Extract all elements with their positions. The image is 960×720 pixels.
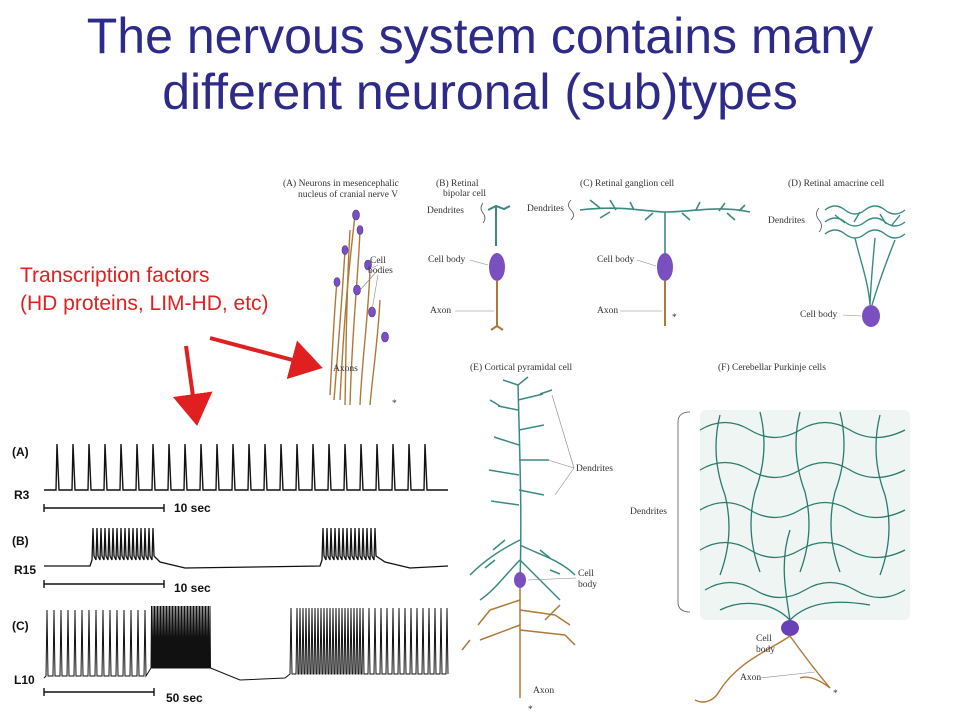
trace-c-line [43, 605, 449, 681]
page-title: The nervous system contains many differe… [0, 8, 960, 120]
trace-a-line [44, 443, 448, 491]
title-line-1: The nervous system contains many [86, 8, 874, 64]
panel-f-heading: (F) Cerebellar Purkinje cells [718, 362, 826, 373]
panel-f-body-label: body [756, 645, 775, 655]
panel-c-star: * [672, 313, 677, 323]
trace-c-panel-label: (C) [12, 619, 29, 633]
panel-c-dendrites-label: Dendrites [527, 204, 564, 214]
panel-d-heading: (D) Retinal amacrine cell [788, 178, 885, 189]
arrow-to-traces [172, 345, 213, 426]
panel-a: (A) Neurons in mesencephalic nucleus of … [283, 178, 399, 409]
trace-b-name: R15 [14, 563, 36, 577]
title-line-2: different neuronal (sub)types [162, 64, 798, 120]
trace-a-panel-label: (A) [12, 445, 29, 459]
arrow-to-neurons [209, 336, 323, 380]
panel-a-star: * [392, 399, 397, 409]
trace-a-scale-label: 10 sec [174, 501, 211, 515]
panel-a-cell-label: Cell [370, 256, 386, 266]
trace-c-scale-label: 50 sec [166, 691, 203, 705]
trace-a-name: R3 [14, 488, 30, 502]
trace-b-panel-label: (B) [12, 534, 29, 548]
trace-b-scale-label: 10 sec [174, 581, 211, 595]
panel-e-axon-label: Axon [533, 686, 554, 696]
panel-a-axons-label: Axons [333, 364, 358, 374]
panel-e-star: * [528, 705, 533, 715]
panel-c-heading: (C) Retinal ganglion cell [580, 178, 675, 189]
panel-f-dendrites-label: Dendrites [630, 507, 667, 517]
panel-b-cellbody-label: Cell body [428, 255, 465, 265]
transcription-factor-annotation: Transcription factors (HD proteins, LIM-… [20, 262, 269, 318]
panel-b-heading-1: (B) Retinal [436, 178, 479, 189]
panel-c: (C) Retinal ganglion cell Dendrites Cell… [527, 178, 751, 326]
panel-f-star: * [833, 689, 838, 699]
panel-f: (F) Cerebellar Purkinje cells Dendrites … [630, 362, 910, 703]
panel-e: (E) Cortical pyramidal cell Dendrites Ce… [461, 362, 613, 715]
panel-e-body-label: body [578, 580, 597, 590]
trace-b-line [44, 527, 449, 569]
panel-a-heading-2: nucleus of cranial nerve V [298, 189, 398, 200]
panel-f-axon-label: Axon [740, 673, 761, 683]
panel-d-cellbody-label: Cell body [800, 310, 837, 320]
panel-e-cell-label: Cell [578, 569, 594, 579]
panel-b-heading-2: bipolar cell [443, 189, 486, 199]
trace-c-name: L10 [14, 673, 35, 687]
panel-f-cell-label: Cell [756, 634, 772, 644]
panel-c-axon-label: Axon [597, 306, 618, 316]
panel-d: (D) Retinal amacrine cell Dendrites Cell… [768, 178, 906, 327]
panel-b-axon-label: Axon [430, 306, 451, 316]
panel-b: (B) Retinal bipolar cell Dendrites Cell … [427, 178, 511, 331]
annotation-line-2: (HD proteins, LIM-HD, etc) [20, 292, 269, 315]
panel-e-dendrites-label: Dendrites [576, 464, 613, 474]
panel-c-cellbody-label: Cell body [597, 255, 634, 265]
panel-a-heading-1: (A) Neurons in mesencephalic [283, 178, 399, 189]
annotation-line-1: Transcription factors [20, 264, 210, 287]
panel-a-bodies-label: bodies [368, 266, 393, 276]
panel-d-dendrites-label: Dendrites [768, 216, 805, 226]
traces-panel: (A) R3 10 sec (B) R15 10 sec (C) L10 50 … [12, 443, 449, 705]
panel-b-dendrites-label: Dendrites [427, 206, 464, 216]
panel-e-heading: (E) Cortical pyramidal cell [470, 362, 572, 373]
